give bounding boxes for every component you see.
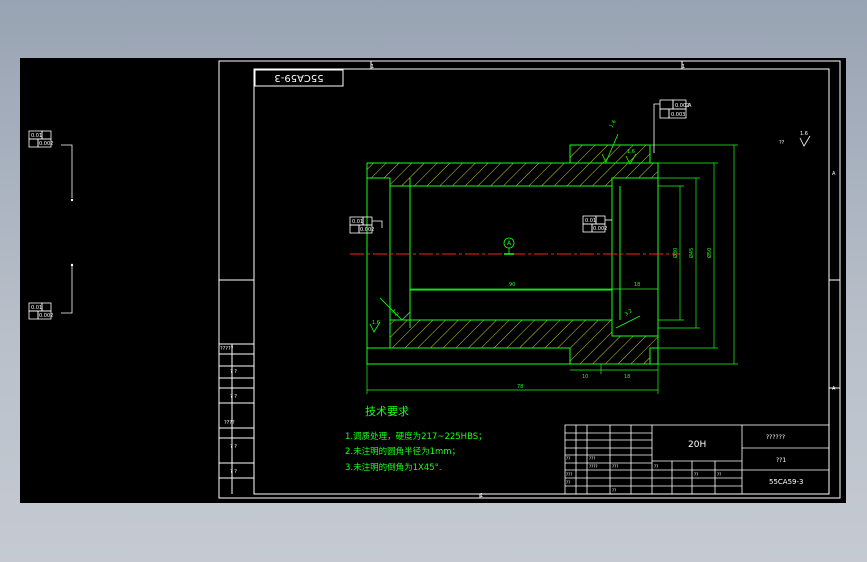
tolerance-value: 0.01 [585, 218, 596, 224]
corner-roughness-symbol [799, 135, 811, 147]
left-column-strip [219, 343, 254, 494]
roughness-value: 1.6 [609, 119, 618, 129]
dim-shoulder: 10 [582, 374, 588, 380]
dim-diameter: Ø45 [688, 248, 695, 258]
grid-mark: 1 [371, 64, 374, 70]
roughness-value: 1.6 [800, 131, 808, 137]
title-stamp-box [254, 69, 344, 87]
tolerance-value: 0.002 [360, 227, 374, 233]
tolerance-value: 0.002 [39, 141, 53, 147]
tolerance-frame-right [582, 215, 612, 233]
title-block-cell: ?? [694, 472, 698, 477]
title-stamp: 55CA59-3 [274, 72, 323, 83]
title-block-scale: ??1 [776, 457, 786, 464]
tolerance-value: 0.01 [31, 133, 42, 139]
tolerance-value: 0.01 [352, 219, 363, 225]
notes-heading: 技术要求 [365, 405, 409, 418]
side-mark: A [832, 171, 836, 177]
tolerance-value: 0.002 [675, 103, 689, 109]
sheet-border [218, 60, 841, 499]
tolerance-value: 0.01 [31, 305, 42, 311]
dim-shoulder: 18 [634, 282, 640, 288]
tolerance-frame-top [653, 99, 687, 153]
title-block-cell: ??? [612, 464, 618, 469]
roughness-value: 3.2 [390, 308, 400, 318]
part-number: 55CA59-3 [769, 478, 803, 486]
corner-note: ?? [779, 140, 785, 146]
roughness-value: 1.6 [627, 149, 635, 155]
title-block-cell: ?? [654, 464, 658, 469]
tolerance-value: 0.002 [593, 226, 607, 232]
dim-diameter: Ø50 [706, 248, 713, 258]
part-bore-outline [366, 162, 659, 365]
left-column-label: ? ? [230, 369, 237, 375]
left-column-label: ? ? [230, 444, 237, 450]
left-column-label: ????? [220, 346, 234, 352]
datum-label: A [507, 240, 512, 247]
roughness-symbol [369, 133, 641, 333]
title-block-cell: ?? [566, 480, 570, 485]
tolerance-value: 0.002 [39, 313, 53, 319]
title-block-cell: ???? [589, 464, 598, 469]
side-mark: A [832, 386, 836, 392]
title-block [564, 424, 830, 495]
title-block-cell: ?? [612, 488, 616, 493]
inner-frame [253, 68, 830, 495]
note-item: 3.未注明的倒角为1X45°. [345, 462, 442, 473]
dimension-lines-horizontal [366, 288, 659, 394]
drawing-sheet: 1 1 1 A A 55CA59-3 ????? ? ? ? ? ???? ? … [28, 60, 841, 499]
note-item: 2.未注明的圆角半径为1mm； [345, 446, 460, 457]
part-section-lower [367, 319, 659, 365]
roughness-value: 3.2 [624, 308, 634, 317]
outer-tolerance-frame-top [28, 130, 74, 202]
dim-bore-length: 90 [509, 282, 515, 288]
cad-drawing-canvas[interactable]: 1 1 1 A A 55CA59-3 ????? ? ? ? ? ???? ? … [20, 58, 846, 503]
left-column-label: ???? [224, 420, 235, 426]
tolerance-value: 0.003 [671, 112, 685, 118]
tolerance-frame-left [349, 216, 383, 234]
tolerance-value: A [688, 103, 692, 109]
left-column-label: ? ? [230, 469, 237, 475]
grid-mark: 1 [480, 493, 483, 499]
roughness-value: 1.6 [372, 320, 380, 326]
title-block-cell: ?? [717, 472, 721, 477]
outer-tolerance-frame-bottom [28, 263, 74, 320]
dim-diameter: Ø30 [672, 248, 679, 258]
dim-overall-length: 78 [517, 384, 523, 390]
title-block-cell: ??? [589, 456, 595, 461]
datum-symbol [503, 237, 515, 255]
dimension-lines-vertical [650, 144, 738, 365]
title-block-name: ?????? [766, 434, 785, 441]
title-block-cell: ?? [566, 456, 570, 461]
note-item: 1.调质处理，硬度为217~225HBS； [345, 431, 487, 442]
dim-shoulder: 18 [624, 374, 630, 380]
left-column-label: ? ? [230, 394, 237, 400]
part-section-upper [366, 144, 659, 187]
grid-mark: 1 [682, 64, 685, 70]
title-block-cell: ??? [566, 472, 572, 477]
material-label: 20H [688, 440, 706, 450]
